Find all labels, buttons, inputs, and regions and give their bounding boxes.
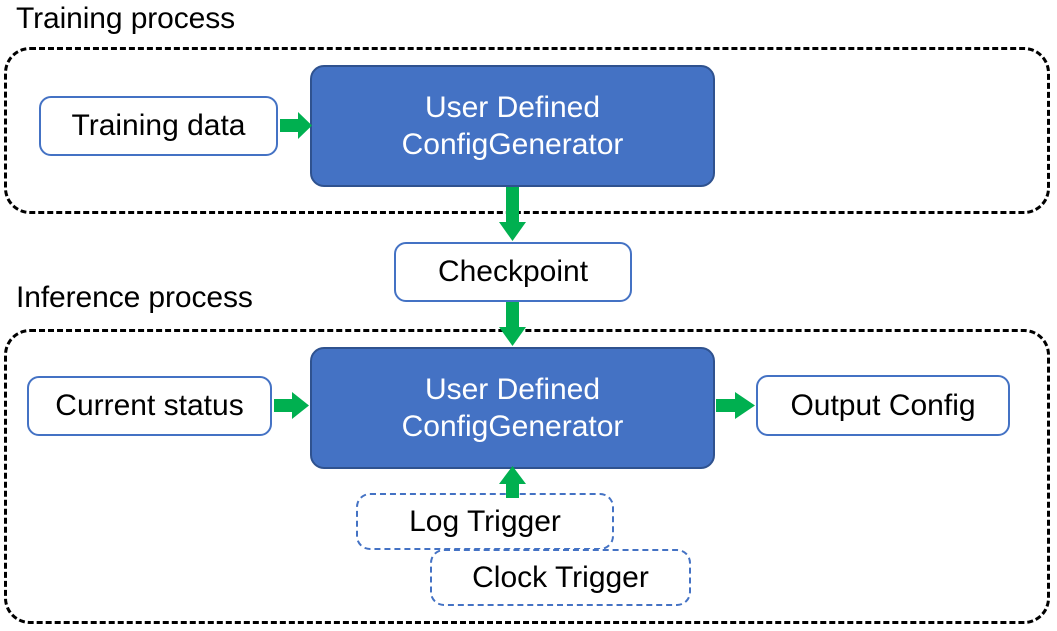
training-process-label: Training process [16, 2, 236, 35]
training-process-container [4, 47, 1050, 214]
generator-inference-line-1: User Defined [424, 373, 601, 406]
node-training-data[interactable]: Training data [39, 96, 278, 156]
generator-inference-line-2: ConfigGenerator [401, 410, 624, 443]
node-user-defined-configgenerator-training[interactable]: User Defined ConfigGenerator [310, 65, 715, 187]
generator-training-line-2: ConfigGenerator [401, 128, 624, 161]
inference-process-label: Inference process [16, 281, 253, 314]
node-output-config[interactable]: Output Config [756, 375, 1010, 436]
inference-process-container [4, 329, 1050, 624]
node-current-status[interactable]: Current status [27, 376, 272, 436]
generator-training-line-1: User Defined [424, 91, 601, 124]
node-user-defined-configgenerator-inference[interactable]: User Defined ConfigGenerator [310, 347, 715, 469]
node-log-trigger[interactable]: Log Trigger [356, 493, 614, 550]
node-clock-trigger[interactable]: Clock Trigger [430, 549, 691, 606]
node-checkpoint[interactable]: Checkpoint [394, 242, 632, 302]
